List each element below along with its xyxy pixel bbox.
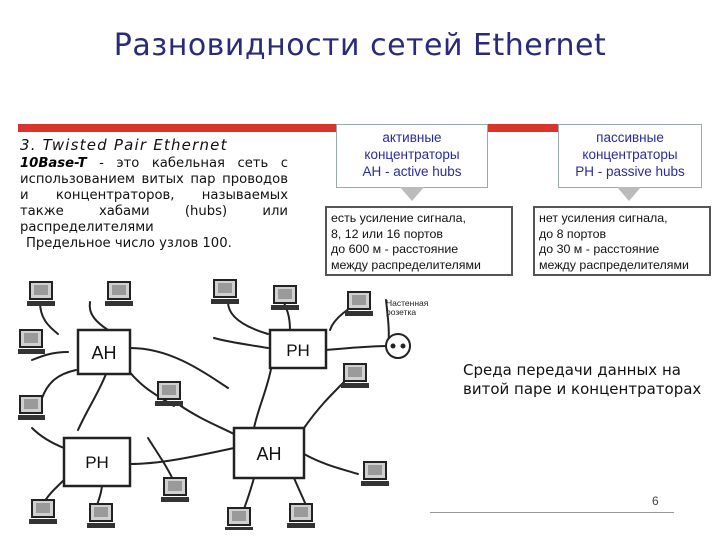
- workstation-icon-11: [28, 499, 58, 525]
- workstation-icon-9: [340, 363, 370, 389]
- passive-hubs-info-line3: до 30 м - расстояние: [539, 242, 660, 256]
- passive-hubs-info-box: нет усиления сигнала, до 8 портов до 30 …: [533, 206, 711, 276]
- workstation-icon-3: [210, 279, 240, 305]
- transmission-medium-caption: Среда передачи данных на витой паре и ко…: [463, 361, 702, 398]
- footer-line: [430, 512, 674, 513]
- term-dash: -: [86, 156, 117, 171]
- max-nodes-text: Предельное число узлов 100.: [26, 236, 232, 251]
- passive-hubs-info-line4: между распределителями: [539, 257, 689, 272]
- page-number: 6: [652, 494, 659, 508]
- passive-hubs-header: пассивные концентраторы PH - passive hub…: [558, 124, 702, 188]
- workstation-icon-10: [360, 461, 390, 487]
- workstation-icon-4: [270, 285, 300, 311]
- passive-hub-ph-1: PH: [268, 328, 328, 370]
- passive-hubs-header-line1: пассивные: [596, 130, 664, 145]
- passive-hubs-info-line1: нет усиления сигнала,: [539, 211, 668, 225]
- workstation-icon-8: [154, 381, 184, 407]
- workstation-icon-15: [286, 503, 316, 529]
- passive-hubs-header-line2: концентраторы: [582, 147, 678, 162]
- wall-socket-label-line1: Настенная: [386, 298, 429, 308]
- active-hubs-header-line1: активные: [382, 130, 442, 145]
- active-hubs-header: активные концентраторы AH - active hubs: [336, 124, 488, 188]
- hub-ph-1-label: PH: [286, 341, 310, 360]
- hub-ah-2-label: AH: [256, 444, 281, 464]
- hub-ah-1-label: AH: [91, 343, 116, 363]
- active-hubs-info-line1: есть усиление сигнала,: [331, 211, 466, 225]
- active-hubs-info-line3: до 600 м - расстояние: [331, 242, 459, 256]
- active-hubs-arrow: [400, 187, 424, 201]
- description-text: это кабельная сеть с использованием виты…: [20, 156, 288, 235]
- wall-socket-label: Настенная розетка: [386, 299, 428, 317]
- passive-hubs-header-line3: PH - passive hubs: [575, 164, 685, 179]
- active-hubs-info-line4: между распределителями: [331, 257, 481, 272]
- description-paragraph: 10Base-T - это кабельная сеть с использо…: [20, 156, 288, 236]
- workstation-icon-14: [224, 507, 254, 530]
- term-10base-t: 10Base-T: [20, 156, 87, 171]
- workstation-icon-1: [26, 281, 56, 307]
- active-hubs-info-line2: 8, 12 или 16 портов: [331, 226, 443, 241]
- left-text-block: 3. Twisted Pair Ethernet 10Base-T - это …: [20, 136, 288, 252]
- passive-hubs-info-line2: до 8 портов: [539, 226, 607, 241]
- workstation-icon-13: [160, 477, 190, 503]
- active-hub-ah-1: AH: [76, 328, 132, 376]
- active-hubs-header-line3: AH - active hubs: [362, 164, 462, 179]
- active-hub-ah-2: AH: [232, 426, 306, 480]
- active-hubs-header-line2: концентраторы: [364, 147, 460, 162]
- workstation-icon-2: [104, 281, 134, 307]
- workstation-icon-6: [18, 329, 46, 355]
- passive-hub-ph-2: PH: [62, 436, 132, 488]
- workstation-icon-5: [344, 291, 374, 317]
- hub-ph-2-label: PH: [85, 453, 109, 472]
- twisted-pair-network-diagram: AH PH PH AH: [18, 279, 411, 530]
- active-hubs-info-box: есть усиление сигнала, 8, 12 или 16 порт…: [325, 206, 513, 276]
- section-subtitle: 3. Twisted Pair Ethernet: [20, 136, 228, 154]
- wall-socket-label-line2: розетка: [386, 307, 417, 317]
- passive-hubs-arrow: [617, 187, 641, 201]
- slide-title: Разновидности сетей Ethernet: [113, 28, 607, 63]
- workstation-icon-12: [86, 503, 116, 529]
- wall-socket-icon: [385, 333, 411, 359]
- workstation-icon-7: [18, 395, 46, 421]
